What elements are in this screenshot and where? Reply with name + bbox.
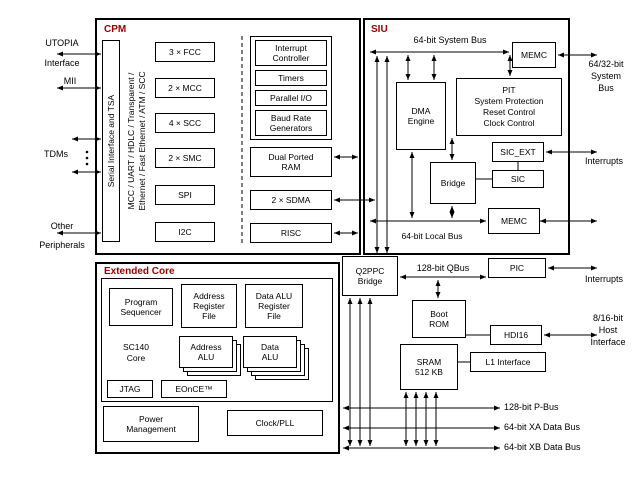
other-peripherals-label-line2: Peripherals [39,240,85,250]
sic-box: SIC [492,170,544,188]
south-connectors [343,265,597,451]
extended-core-section [95,262,340,454]
boot-rom-box: Boot ROM [412,300,466,338]
sc140-core-label: SC140 Core [123,342,149,363]
clock-pll-box: Clock/PLL [227,410,323,436]
program-sequencer-box: Program Sequencer [109,288,173,326]
power-management-box: Power Management [103,406,199,442]
left-io-arrows [57,51,101,236]
i2c-box: I2C [155,222,215,242]
siu-connectors [370,49,597,253]
parallel-io-box: Parallel I/O [255,90,327,106]
sram-box: SRAM 512 KB [400,344,458,390]
l1-interface-box: L1 Interface [470,352,546,372]
cpm-peripherals-group-box [250,36,332,140]
fcc-box: 3 × FCC [155,42,215,62]
sc140-core-inner-box [101,278,333,402]
p-bus-label: 128-bit P-Bus [504,402,559,412]
cpm-protocols-label: MCC / UART / HDLC / Transparent / Ethern… [126,71,147,211]
dual-ported-ram-box: Dual Ported RAM [250,147,332,177]
pic-box: PIC [488,258,546,278]
address-alu-box: Address ALU [179,336,233,368]
baud-rate-generators-box: Baud Rate Generators [255,110,327,136]
xa-bus-label: 64-bit XA Data Bus [504,422,581,432]
cpm-connectors [241,36,375,246]
bridge-box: Bridge [430,162,476,204]
cpm-section-label: CPM [104,24,127,35]
data-alu-register-file-box: Data ALU Register File [245,284,303,328]
tdm-ellipsis-dots [85,150,89,166]
memc-system-box: MEMC [512,42,556,68]
hdi16-box: HDI16 [490,325,542,345]
sic-ext-box: SIC_EXT [492,142,544,162]
jtag-box: JTAG [107,380,153,398]
interrupts-mid-label: Interrupts [584,274,624,284]
serial-interface-tsa-box: Serial Interface and TSA [102,40,120,242]
utopia-label-line2: Interface [44,58,80,68]
cpm-section [95,18,361,255]
eonce-box: EOnCE™ [161,380,227,398]
timers-box: Timers [255,70,327,86]
spi-box: SPI [155,185,215,205]
system-bus-label: 64-bit System Bus [413,35,487,45]
utopia-label-line1: UTOPIA [45,38,79,48]
sdma-box: 2 × SDMA [250,190,332,210]
dma-engine-box: DMA Engine [396,82,446,150]
qbus-label: 128-bit QBus [416,263,470,273]
pit-box: PIT System Protection Reset Control Cloc… [456,78,562,136]
scc-box: 4 × SCC [155,113,215,133]
mcc-box: 2 × MCC [155,78,215,98]
tdms-label: TDMs [44,149,68,159]
local-bus-label: 64-bit Local Bus [401,231,463,241]
memc-local-box: MEMC [488,208,540,234]
serial-interface-tsa-label: Serial Interface and TSA [106,94,116,188]
smc-box: 2 × SMC [155,148,215,168]
extended-core-section-label: Extended Core [104,266,175,277]
xb-bus-label: 64-bit XB Data Bus [504,442,581,452]
system-bus-ext-label: 64/32-bit System Bus [588,59,624,93]
siu-section [363,18,570,255]
other-peripherals-label-line1: Other [50,221,74,231]
host-interface-label: 8/16-bit Host Interface [590,313,626,347]
q2ppc-bridge-box: Q2PPC Bridge [342,256,398,296]
mii-label: MII [63,76,77,86]
address-register-file-box: Address Register File [181,284,237,328]
interrupt-controller-box: Interrupt Controller [255,40,327,66]
data-alu-box: Data ALU [243,336,297,368]
risc-box: RISC [250,223,332,243]
siu-section-label: SIU [371,24,388,35]
interrupts-top-label: Interrupts [584,156,624,166]
